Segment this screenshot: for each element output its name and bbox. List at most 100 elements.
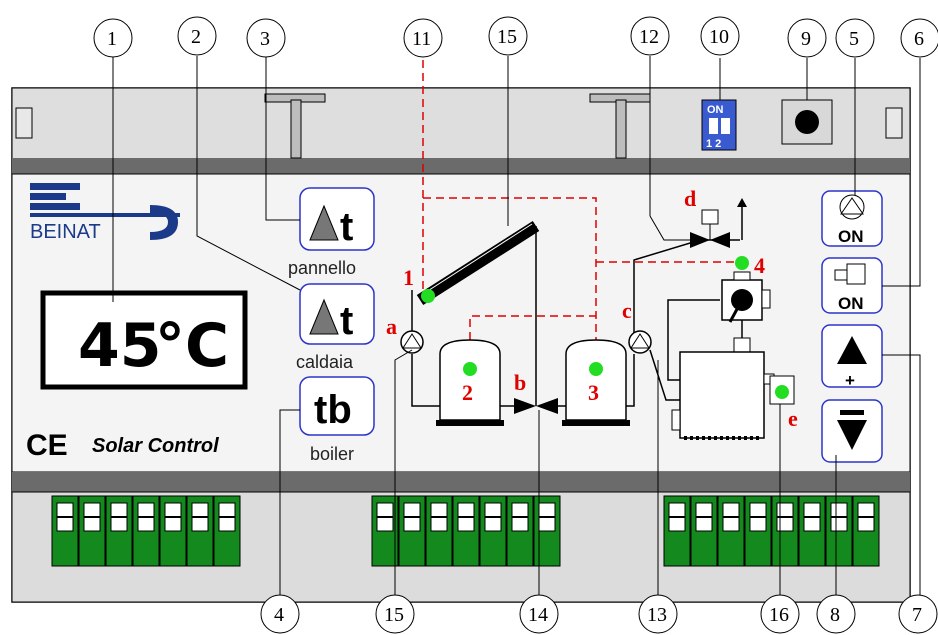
svg-text:3: 3 [588, 380, 599, 405]
svg-text:2: 2 [462, 380, 473, 405]
callout-15-bottom: 15 [375, 594, 415, 634]
tb-label: boiler [310, 444, 354, 464]
terminal-screw [425, 495, 453, 567]
svg-text:5: 5 [849, 28, 859, 50]
terminal-screw [798, 495, 826, 567]
svg-text:11: 11 [412, 28, 431, 50]
svg-text:e: e [788, 406, 798, 431]
terminal-screw [213, 495, 241, 567]
callout-10: 10 [700, 16, 740, 56]
svg-text:12: 12 [639, 26, 659, 48]
mixing-valve [721, 271, 771, 323]
svg-text:+: + [845, 371, 855, 390]
svg-text:c: c [622, 298, 632, 323]
svg-text:3: 3 [260, 28, 270, 50]
terminal-screw [717, 495, 745, 567]
display-unit: °C [155, 311, 229, 381]
callout-12: 12 [630, 16, 670, 56]
svg-text:ON: ON [838, 227, 864, 246]
temperature-display: 45 °C [40, 290, 248, 390]
callout-15-top: 15 [488, 16, 528, 56]
svg-text:4: 4 [754, 253, 765, 278]
valve-d [649, 209, 730, 248]
panel-label: pannello [288, 258, 356, 278]
svg-text:10: 10 [709, 26, 729, 48]
terminal-screw [159, 495, 187, 567]
callout-1: 1 [93, 18, 133, 58]
terminal-screw [825, 495, 853, 567]
minus-button[interactable] [821, 399, 883, 463]
callouts: 1 2 3 11 15 12 10 9 5 6 4 15 14 13 16 8 … [93, 16, 938, 634]
terminal-screw [690, 495, 718, 567]
svg-text:1 2: 1 2 [706, 138, 721, 150]
callout-14: 14 [519, 594, 559, 634]
valve-on-button[interactable]: ON [821, 257, 883, 314]
pump-a [400, 330, 424, 354]
callout-3: 3 [246, 18, 286, 58]
svg-text:16: 16 [769, 604, 789, 626]
callout-16: 16 [760, 594, 800, 634]
svg-text:ON: ON [838, 294, 864, 313]
terminal-screw [852, 495, 880, 567]
callout-2: 2 [177, 16, 217, 56]
brand-name: BEINAT [30, 221, 101, 243]
svg-text:8: 8 [830, 604, 840, 626]
svg-text:d: d [684, 186, 696, 211]
terminal-screw [78, 495, 106, 567]
panel-delta-t-button[interactable]: t pannello [288, 187, 375, 278]
up-arrow-icon [837, 336, 867, 364]
boiler-label: caldaia [296, 352, 354, 372]
pump-on-button[interactable]: ON [821, 190, 883, 247]
svg-text:a: a [386, 314, 397, 339]
boiler-delta-t-button[interactable]: t caldaia [296, 283, 375, 372]
tank-2 [436, 339, 504, 426]
terminal-screw [479, 495, 507, 567]
svg-text:9: 9 [801, 28, 811, 50]
terminal-screw [51, 495, 79, 567]
terminal-screw [371, 495, 399, 567]
svg-text:6: 6 [914, 28, 924, 50]
callout-6: 6 [900, 18, 938, 58]
callout-leaders [112, 56, 921, 605]
ce-mark: CE [26, 429, 68, 462]
terminal-screw [398, 495, 426, 567]
terminal-screw [452, 495, 480, 567]
hydraulic-diagram [400, 60, 795, 440]
valve-b [514, 398, 558, 414]
pump-c [628, 330, 652, 354]
svg-text:1: 1 [403, 265, 414, 290]
svg-text:b: b [514, 370, 526, 395]
callout-11: 11 [403, 18, 443, 58]
tb-button[interactable]: tb boiler [299, 376, 375, 464]
callout-13: 13 [638, 594, 678, 634]
svg-text:14: 14 [528, 604, 548, 626]
solar-panel [416, 220, 540, 306]
tank-3 [562, 339, 630, 426]
terminal-screw [105, 495, 133, 567]
svg-text:15: 15 [384, 604, 404, 626]
terminal-screw [771, 495, 799, 567]
reset-button[interactable] [781, 99, 833, 145]
svg-text:4: 4 [274, 604, 284, 626]
svg-text:ON: ON [707, 104, 724, 116]
svg-text:7: 7 [912, 604, 922, 626]
dip-switch[interactable]: ON 1 2 [701, 99, 737, 151]
down-arrow-icon [837, 420, 867, 450]
product-name: Solar Control [92, 435, 219, 457]
svg-text:15: 15 [497, 26, 517, 48]
svg-text:1: 1 [107, 28, 117, 50]
svg-text:t: t [340, 299, 353, 343]
terminal-screw [744, 495, 772, 567]
beinat-logo: BEINAT [30, 183, 180, 243]
terminal-screw [132, 495, 160, 567]
svg-text:13: 13 [647, 604, 667, 626]
sensors [421, 256, 789, 399]
terminal-screw [186, 495, 214, 567]
callout-7: 7 [898, 594, 938, 634]
terminal-screw [533, 495, 561, 567]
display-value: 45 [78, 311, 162, 381]
t-rib-left [264, 93, 326, 159]
svg-text:tb: tb [314, 388, 352, 432]
plus-button[interactable]: + [821, 324, 883, 390]
